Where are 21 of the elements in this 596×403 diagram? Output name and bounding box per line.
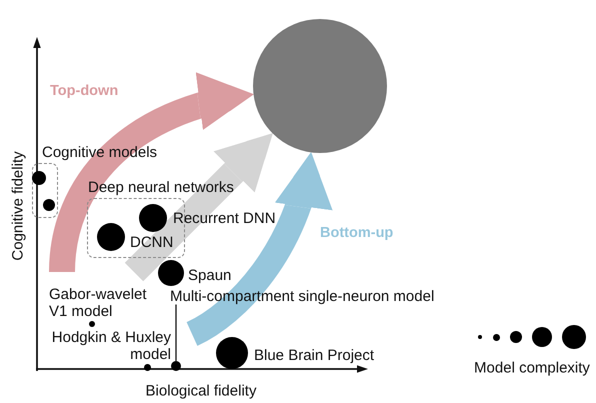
data-point-icon <box>171 361 181 371</box>
axis-title: Biological fidelity <box>146 382 256 400</box>
data-point-icon <box>43 199 55 211</box>
point-label: Hodgkin & Huxley model <box>50 329 171 363</box>
point-label: Gabor-wavelet V1 model <box>49 286 148 320</box>
curved-arrow <box>186 150 330 346</box>
edge-label: Top-down <box>48 82 120 100</box>
group-heading: Cognitive models <box>42 144 158 160</box>
point-label: Blue Brain Project <box>254 346 374 364</box>
group-heading: Deep neural networks <box>88 178 234 196</box>
data-point-icon <box>32 171 46 185</box>
axis-title: Cognitive fidelity <box>10 151 26 261</box>
callout-label: Multi-compartment single-neuron model <box>170 288 434 304</box>
point-label: Recurrent DNN <box>173 210 276 226</box>
edge-label: Bottom-up <box>318 224 396 242</box>
large-circle <box>253 19 387 153</box>
legend-label: Model complexity <box>474 360 590 376</box>
curved-arrow <box>49 74 256 273</box>
point-label: Spaun <box>188 266 232 284</box>
leader-line <box>175 304 177 361</box>
point-label: DCNN <box>130 234 174 250</box>
